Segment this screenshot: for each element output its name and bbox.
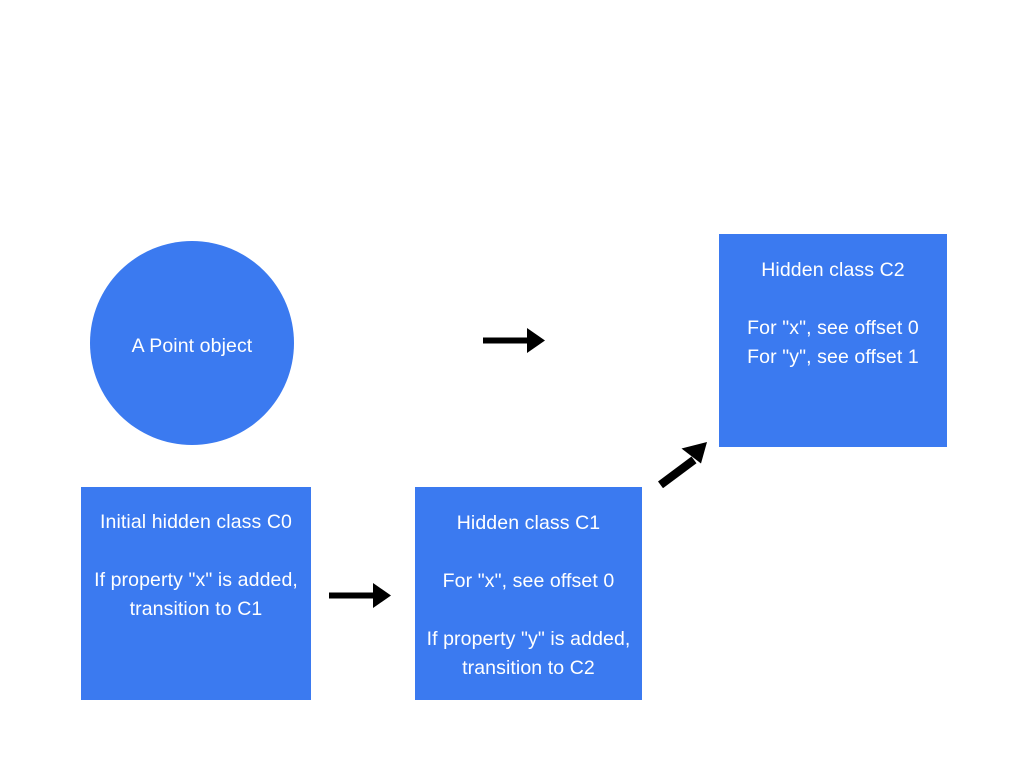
node-c0-line-3: If property "x" is added, [94, 569, 298, 591]
arrow-up-right-icon-c1-to-c2 [652, 436, 716, 488]
node-c1-line-5: If property "y" is added, [426, 628, 631, 650]
node-c2-line-1: Hidden class C2 [761, 259, 905, 281]
node-c2-line-3: For "x", see offset 0 [747, 317, 919, 339]
node-c0-line-4: transition to C1 [129, 598, 263, 620]
node-point-object-line-1: A Point object [131, 334, 253, 357]
node-c0-line-1: Initial hidden class C0 [100, 511, 292, 533]
node-c1-line-3: For "x", see offset 0 [442, 570, 615, 592]
node-c2-line-4: For "y", see offset 1 [747, 346, 919, 368]
arrow-right-icon-point-to-c2 [483, 325, 547, 357]
node-point-object[interactable]: A Point object [90, 241, 294, 445]
node-hidden-class-c1[interactable]: Hidden class C1 For "x", see offset 0 If… [415, 487, 642, 700]
node-hidden-class-c0[interactable]: Initial hidden class C0 If property "x" … [81, 487, 311, 700]
arrow-right-icon-c0-to-c1 [329, 580, 393, 612]
node-hidden-class-c2[interactable]: Hidden class C2 For "x", see offset 0 Fo… [719, 234, 947, 447]
node-c1-line-1: Hidden class C1 [456, 512, 601, 534]
node-c1-line-6: transition to C2 [462, 657, 595, 679]
